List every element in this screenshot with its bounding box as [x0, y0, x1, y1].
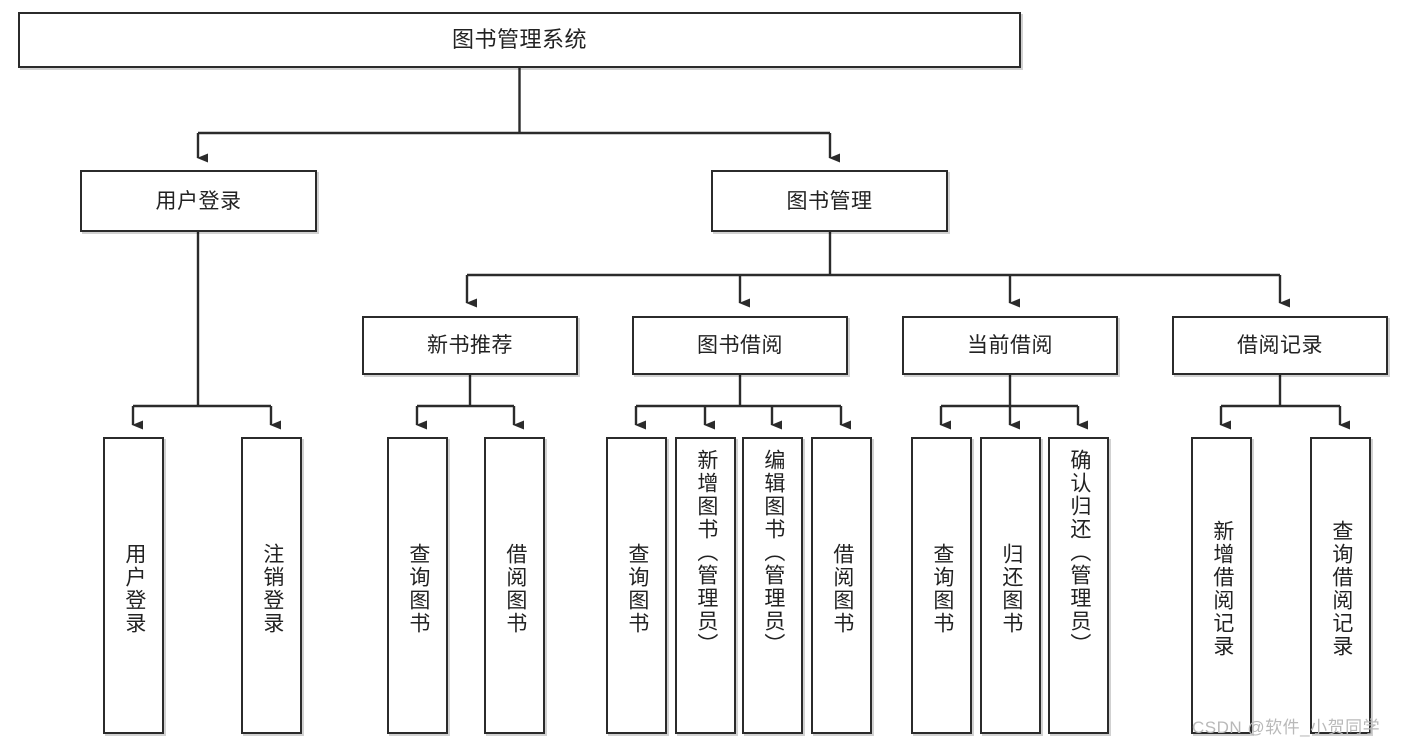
node-label: 当前借阅 [967, 334, 1053, 357]
node-label: 借阅图书 [503, 542, 527, 635]
node-leaf-borrow-book-recommend[interactable]: 借阅图书 [484, 437, 545, 734]
node-label: 新增借阅记录 [1210, 519, 1234, 658]
node-label: 编辑图书（管理员） [761, 449, 785, 656]
node-leaf-user-logout[interactable]: 注销登录 [241, 437, 302, 734]
node-current-borrow[interactable]: 当前借阅 [902, 316, 1118, 375]
node-label: 借阅记录 [1237, 334, 1323, 357]
node-leaf-query-book-borrow[interactable]: 查询图书 [606, 437, 667, 734]
node-leaf-edit-book-admin[interactable]: 编辑图书（管理员） [742, 437, 803, 734]
node-label: 查询图书 [625, 542, 649, 635]
node-leaf-add-book-admin[interactable]: 新增图书（管理员） [675, 437, 736, 734]
node-label: 用户登录 [155, 189, 242, 213]
node-leaf-user-login[interactable]: 用户登录 [103, 437, 164, 734]
node-label: 注销登录 [260, 542, 284, 635]
node-label: 确认归还（管理员） [1067, 449, 1091, 656]
node-leaf-confirm-return-admin[interactable]: 确认归还（管理员） [1048, 437, 1109, 734]
node-leaf-query-book-recommend[interactable]: 查询图书 [387, 437, 448, 734]
watermark-csdn: CSDN @软件_小贺同学 [1192, 718, 1381, 737]
node-leaf-borrow-book[interactable]: 借阅图书 [811, 437, 872, 734]
node-label: 新书推荐 [427, 334, 513, 357]
node-label: 借阅图书 [830, 542, 854, 635]
node-label: 查询图书 [930, 542, 954, 635]
node-label: 归还图书 [999, 542, 1023, 635]
node-leaf-query-book-current[interactable]: 查询图书 [911, 437, 972, 734]
node-book-borrow[interactable]: 图书借阅 [632, 316, 848, 375]
node-label: 图书管理 [786, 189, 873, 213]
node-label: 用户登录 [122, 542, 146, 635]
node-borrow-record[interactable]: 借阅记录 [1172, 316, 1388, 375]
node-label: 查询借阅记录 [1329, 519, 1353, 658]
node-leaf-add-borrow-record[interactable]: 新增借阅记录 [1191, 437, 1252, 734]
node-leaf-query-borrow-record[interactable]: 查询借阅记录 [1310, 437, 1371, 734]
node-new-book-recommend[interactable]: 新书推荐 [362, 316, 578, 375]
node-label: 图书管理系统 [451, 27, 587, 52]
node-user-login[interactable]: 用户登录 [80, 170, 317, 232]
node-label: 图书借阅 [697, 334, 783, 357]
node-label: 新增图书（管理员） [694, 449, 718, 656]
node-root-book-management-system[interactable]: 图书管理系统 [18, 12, 1021, 68]
node-book-management[interactable]: 图书管理 [711, 170, 948, 232]
node-leaf-return-book[interactable]: 归还图书 [980, 437, 1041, 734]
node-label: 查询图书 [406, 542, 430, 635]
